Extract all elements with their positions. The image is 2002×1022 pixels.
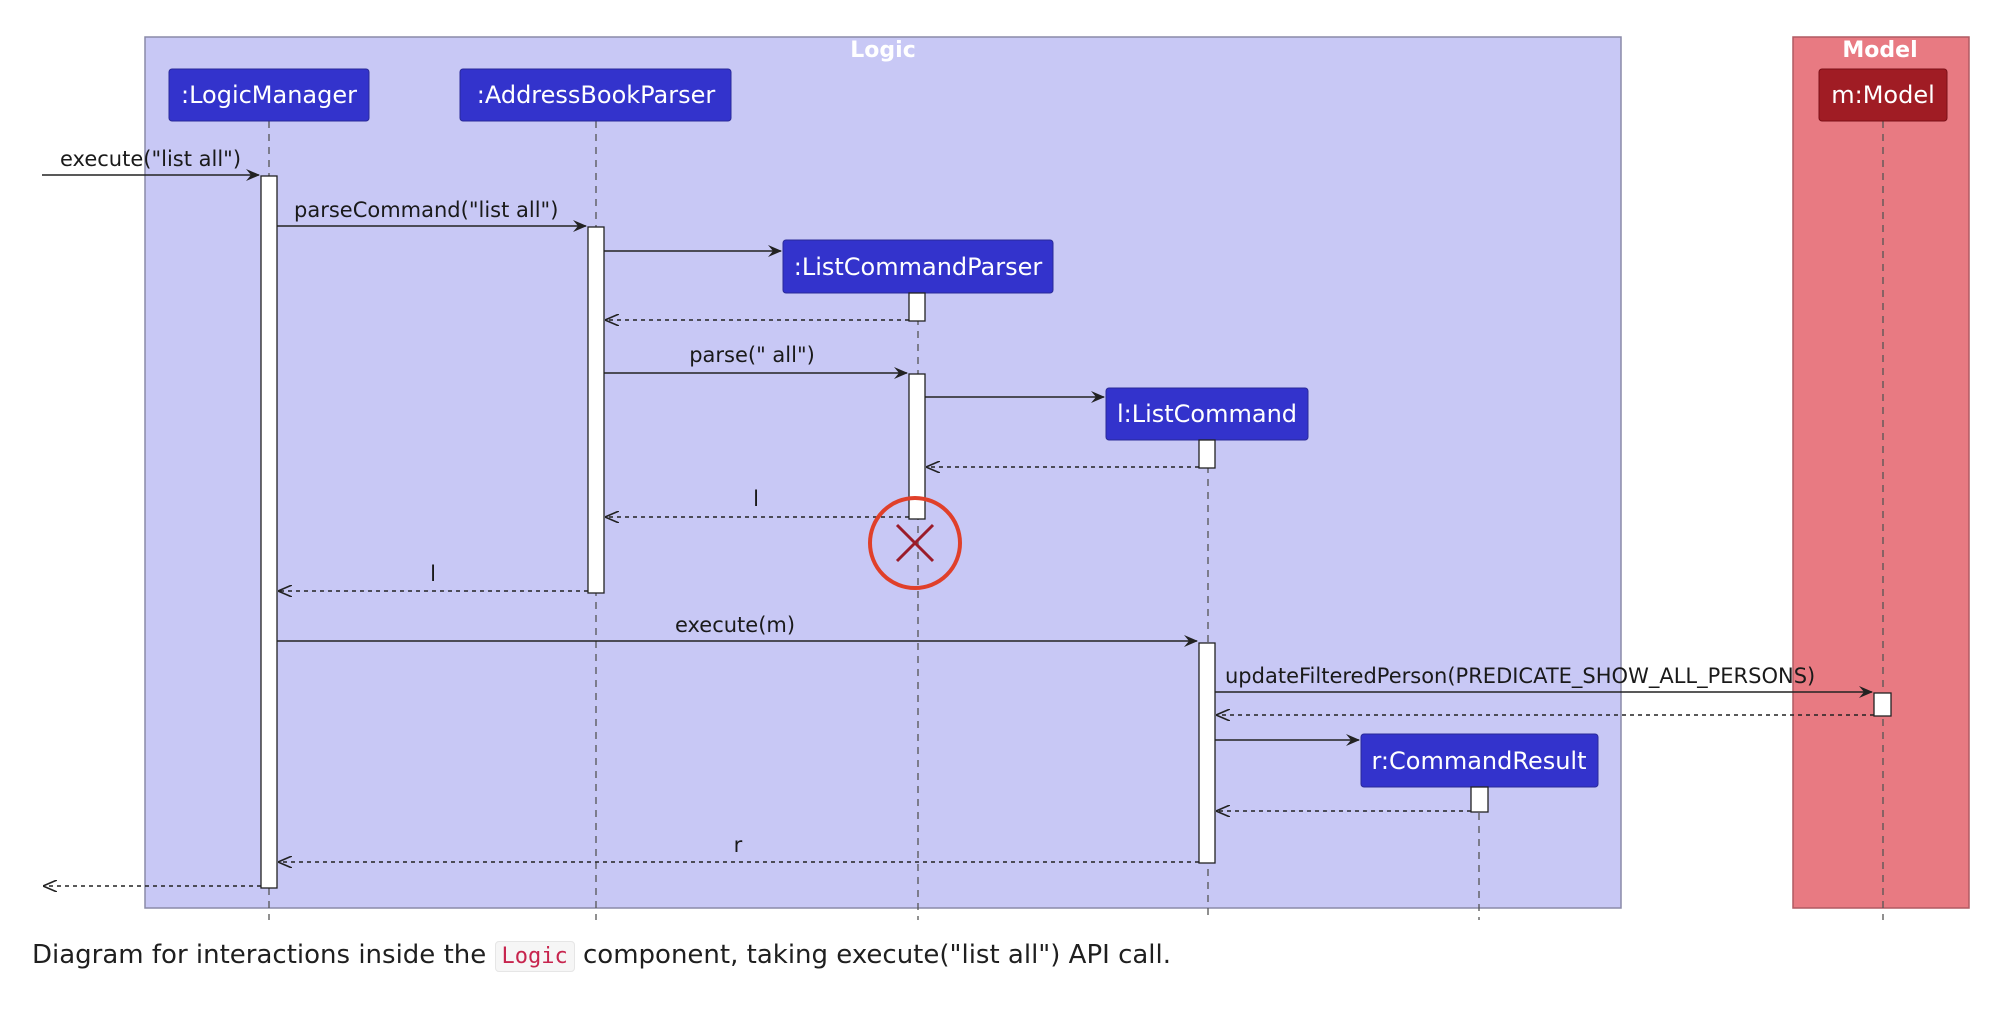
- label-execute-list-all: execute("list all"): [60, 147, 241, 171]
- activation-logic-manager: [260, 175, 278, 889]
- label-parse-command: parseCommand("list all"): [294, 198, 558, 222]
- diagram-caption: Diagram for interactions inside the Logi…: [32, 940, 1172, 972]
- participant-address-book-parser-box: [459, 68, 732, 122]
- activation-command-result: [1470, 786, 1489, 813]
- caption-code-logic: Logic: [494, 941, 575, 972]
- participant-logic-manager-box: [168, 68, 370, 122]
- participant-model-box: [1818, 68, 1948, 122]
- activation-list-command-create: [1198, 439, 1216, 469]
- label-return-r: r: [734, 833, 743, 857]
- sequence-diagram: Logic Model :LogicManager :AddressBookPa…: [42, 36, 1970, 920]
- participant-list-command-parser: :ListCommandParser: [794, 253, 1043, 281]
- label-return-l-parser: l: [753, 487, 759, 511]
- activation-model: [1873, 692, 1892, 717]
- label-execute-m: execute(m): [675, 613, 795, 637]
- activation-list-command-parser-parse: [908, 373, 926, 520]
- participant-command-result: r:CommandResult: [1371, 747, 1586, 775]
- participant-address-book-parser: :AddressBookParser: [477, 81, 716, 109]
- participant-model: m:Model: [1831, 81, 1935, 109]
- model-group-title: Model: [1842, 38, 1917, 63]
- activation-list-command-execute: [1198, 642, 1216, 864]
- caption-text-before: Diagram for interactions inside the: [32, 940, 495, 970]
- participant-logic-manager: :LogicManager: [181, 81, 357, 109]
- model-group-box: [1792, 36, 1970, 909]
- logic-group-title: Logic: [850, 38, 915, 63]
- destroy-icon: [868, 496, 962, 590]
- label-parse-all: parse(" all"): [689, 343, 815, 367]
- participant-list-command: l:ListCommand: [1117, 400, 1297, 428]
- label-update-filtered-person: updateFilteredPerson(PREDICATE_SHOW_ALL_…: [1225, 664, 1815, 689]
- activation-address-book-parser: [587, 226, 605, 594]
- label-return-l-manager: l: [430, 562, 436, 586]
- caption-text-after: component, taking execute("list all") AP…: [574, 940, 1172, 970]
- activation-list-command-parser-create: [908, 292, 926, 322]
